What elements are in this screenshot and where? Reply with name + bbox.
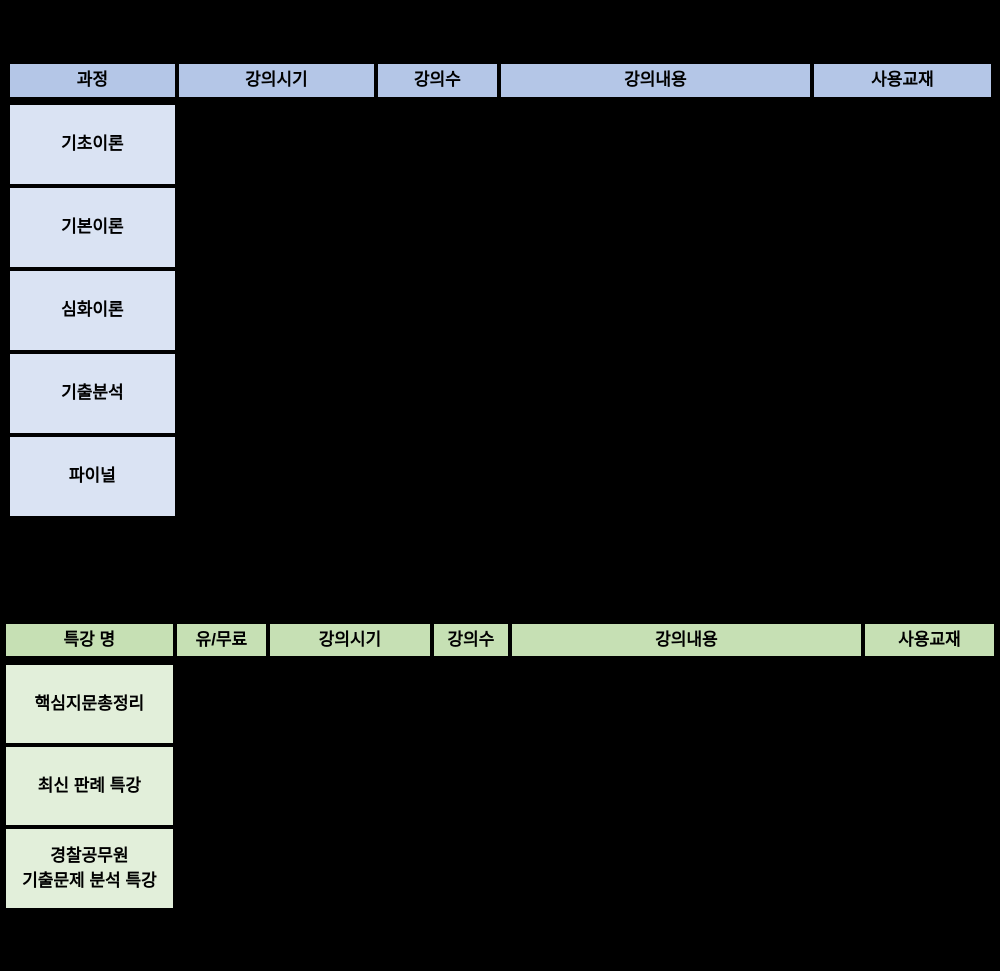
course-row-basic-theory-1: 기초이론 [8, 103, 177, 186]
course-row-final: 파이널 [8, 435, 177, 518]
course-header-textbook: 사용교재 [812, 62, 993, 99]
course-header-count: 강의수 [376, 62, 499, 99]
special-table-header-row: 특강 명 유/무료 강의시기 강의수 강의내용 사용교재 [4, 622, 996, 658]
table-row: 기초이론 [8, 103, 993, 186]
course-row-advanced-theory: 심화이론 [8, 269, 177, 352]
special-header-period: 강의시기 [268, 622, 432, 658]
course-table-header-row: 과정 강의시기 강의수 강의내용 사용교재 [8, 62, 993, 99]
table-row: 기출분석 [8, 352, 993, 435]
special-header-count: 강의수 [432, 622, 510, 658]
course-header-category: 과정 [8, 62, 177, 99]
special-header-textbook: 사용교재 [863, 622, 996, 658]
special-header-name: 특강 명 [4, 622, 175, 658]
course-header-content: 강의내용 [499, 62, 812, 99]
table-row: 파이널 [8, 435, 993, 518]
course-row-basic-theory-2: 기본이론 [8, 186, 177, 269]
table-row: 경찰공무원 기출문제 분석 특강 [4, 827, 996, 910]
table-row: 심화이론 [8, 269, 993, 352]
special-header-paid-free: 유/무료 [175, 622, 268, 658]
course-table: 과정 강의시기 강의수 강의내용 사용교재 기초이론 기본이론 심화이론 기출분… [8, 62, 993, 518]
special-row-key-passages: 핵심지문총정리 [4, 663, 175, 745]
table-row: 최신 판례 특강 [4, 745, 996, 827]
special-header-content: 강의내용 [510, 622, 863, 658]
course-row-past-exam-analysis: 기출분석 [8, 352, 177, 435]
special-lecture-table: 특강 명 유/무료 강의시기 강의수 강의내용 사용교재 핵심지문총정리 최신 … [4, 622, 996, 910]
special-row-police-exam-analysis: 경찰공무원 기출문제 분석 특강 [4, 827, 175, 910]
table-row: 기본이론 [8, 186, 993, 269]
special-row-latest-precedents: 최신 판례 특강 [4, 745, 175, 827]
course-header-period: 강의시기 [177, 62, 376, 99]
table-row: 핵심지문총정리 [4, 663, 996, 745]
